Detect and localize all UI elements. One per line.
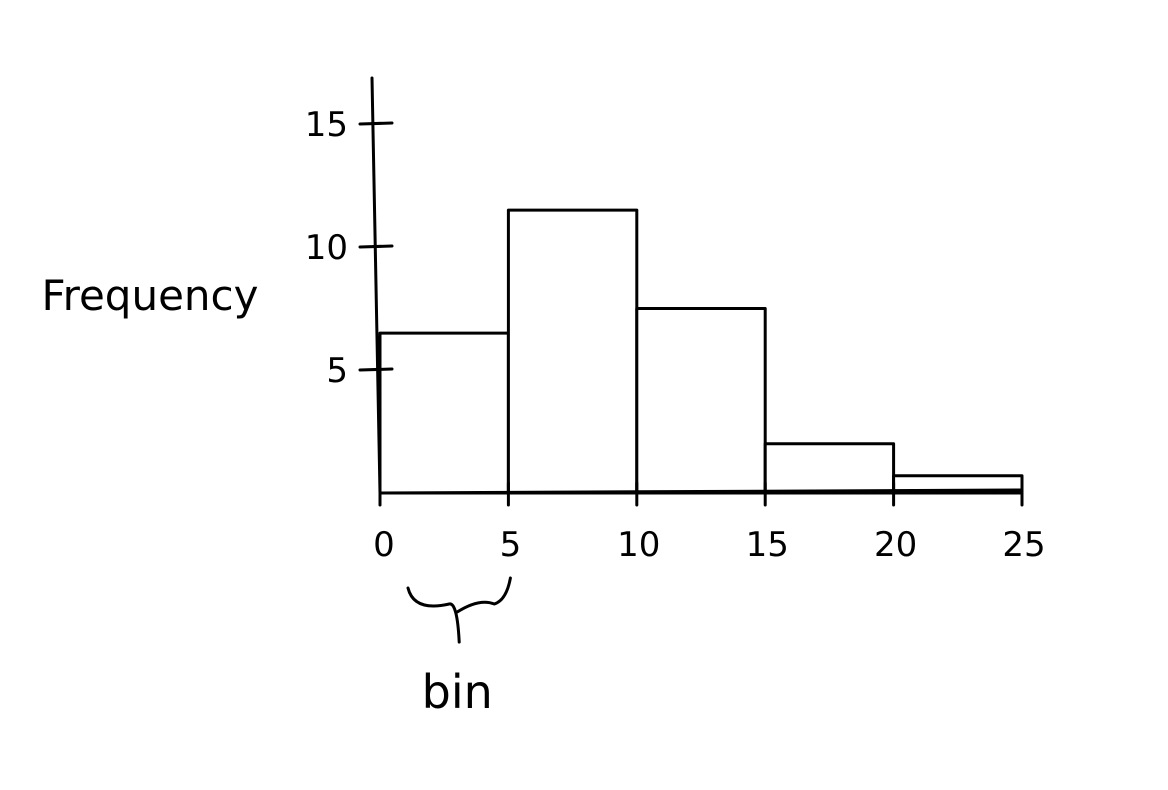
y-tick-label-10: 10 bbox=[305, 228, 348, 268]
ticks-layer: 5 10 15 0 5 10 15 20 25 bbox=[305, 105, 1046, 565]
y-axis-line bbox=[370, 76, 382, 495]
bar-10-15 bbox=[635, 307, 767, 495]
x-tick-label-20: 20 bbox=[874, 525, 917, 565]
bar-15-20 bbox=[763, 442, 896, 495]
x-tick-label-0: 0 bbox=[373, 525, 395, 565]
x-tick-label-5: 5 bbox=[500, 525, 522, 565]
bin-brace bbox=[406, 576, 512, 644]
x-tick-label-25: 25 bbox=[1002, 525, 1045, 565]
axes-layer bbox=[370, 76, 1024, 495]
y-tick-label-5: 5 bbox=[326, 351, 348, 391]
y-tick-5 bbox=[358, 367, 394, 372]
bars-layer bbox=[378, 208, 1024, 495]
y-tick-10 bbox=[358, 244, 394, 249]
y-tick-label-15: 15 bbox=[305, 105, 348, 145]
y-axis-title: Frequency bbox=[42, 271, 259, 320]
x-tick-label-15: 15 bbox=[746, 525, 789, 565]
x-axis-line bbox=[378, 488, 1024, 495]
x-tick-label-10: 10 bbox=[617, 525, 660, 565]
bar-5-10 bbox=[506, 208, 639, 495]
y-tick-15 bbox=[358, 121, 394, 126]
bin-annotation-label: bin bbox=[422, 665, 493, 719]
bar-0-5 bbox=[378, 331, 510, 495]
bin-annotation: bin bbox=[406, 576, 512, 719]
